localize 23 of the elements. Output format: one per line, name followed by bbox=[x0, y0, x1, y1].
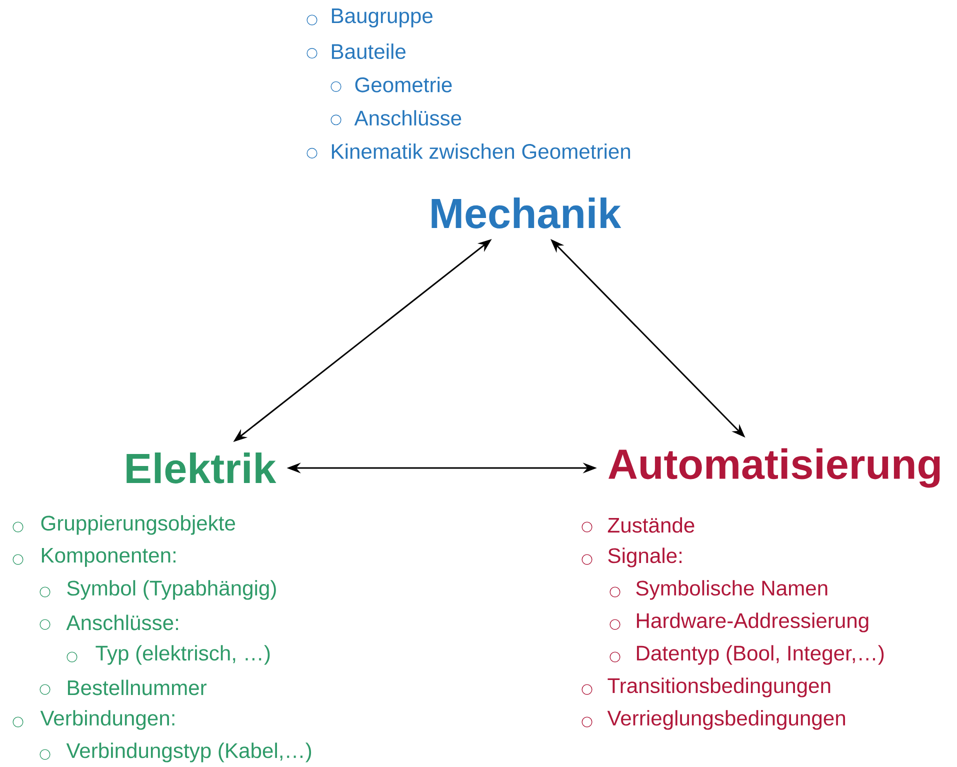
list-item: Kinematik zwischen Geometrien bbox=[332, 143, 630, 159]
heading: Mechanik bbox=[432, 198, 622, 228]
list-item: Baugruppe bbox=[332, 8, 432, 28]
list-item: Zustände bbox=[608, 517, 694, 533]
list-item: Typ (elektrisch, …) bbox=[96, 645, 270, 665]
list-item: Bauteile bbox=[332, 44, 406, 60]
list-item: Symbol (Typabhängig) bbox=[67, 580, 276, 600]
list-item: Verrieglungsbedingungen bbox=[607, 710, 845, 730]
list-item: Gruppierungsobjekte bbox=[41, 515, 236, 535]
list-item: Bestellnummer bbox=[68, 680, 206, 696]
list-item: Symbolische Namen bbox=[636, 580, 828, 600]
list-item: Transitionsbedingungen bbox=[608, 678, 830, 698]
list-item: Komponenten: bbox=[42, 548, 176, 567]
list-item: Signale: bbox=[608, 548, 682, 568]
list-item: Hardware-Addressierung bbox=[636, 612, 868, 632]
list-item: Verbindungen: bbox=[40, 710, 174, 730]
list-item: Anschlüsse bbox=[354, 110, 462, 126]
heading: Automatisierung bbox=[608, 448, 940, 488]
list-item: Datentyp (Bool, Integer,…) bbox=[636, 645, 884, 665]
list-item: Geometrie bbox=[355, 76, 452, 92]
heading: Elektrik bbox=[126, 452, 276, 484]
list-item: Anschlüsse: bbox=[66, 614, 178, 630]
list-item: Verbindungstyp (Kabel,…) bbox=[66, 742, 312, 762]
